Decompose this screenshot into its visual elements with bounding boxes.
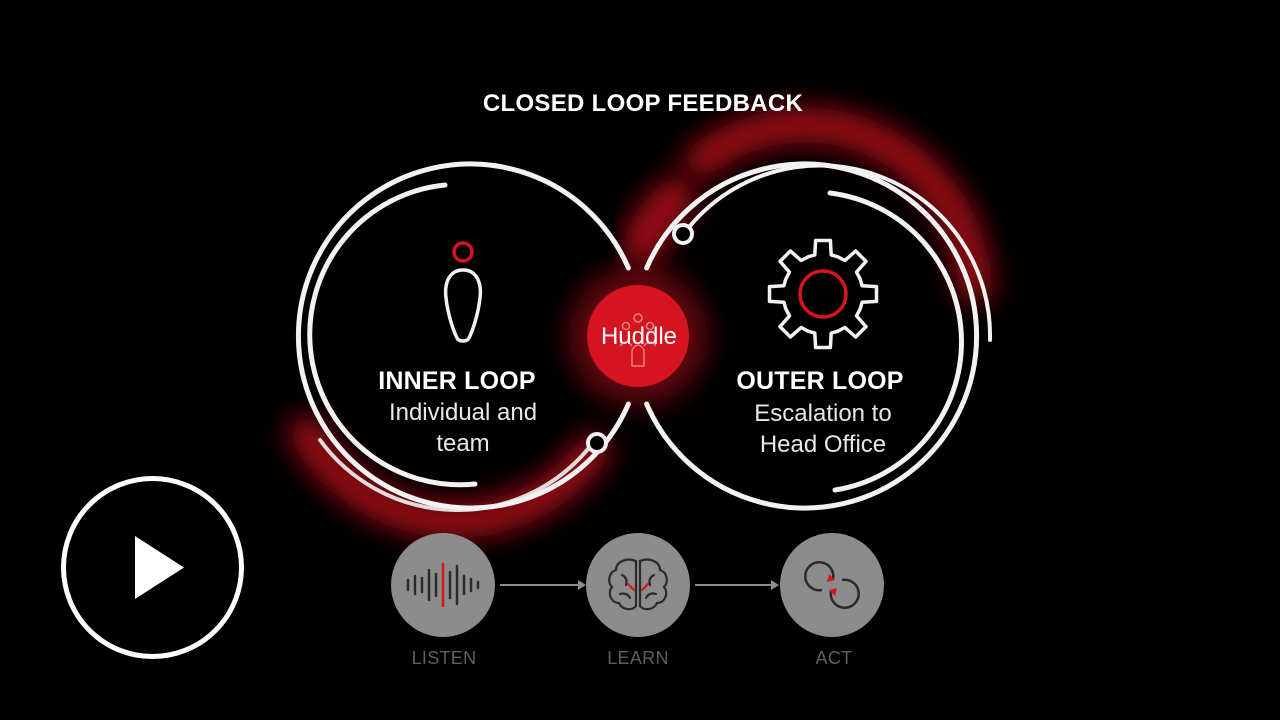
brain-icon (608, 558, 668, 611)
slide-title: CLOSED LOOP FEEDBACK (482, 90, 804, 117)
outer-loop-heading: OUTER LOOP (736, 367, 904, 395)
outer-loop-line2: Head Office (759, 431, 887, 458)
soundwave-icon (406, 562, 480, 608)
step-listen (391, 533, 495, 637)
outer-loop-endpoint (672, 223, 694, 245)
process-steps (391, 533, 884, 637)
inner-loop-endpoint (586, 432, 608, 454)
inner-loop-heading: INNER LOOP (378, 367, 536, 395)
play-button[interactable] (60, 475, 245, 660)
outer-loop-ring (644, 161, 993, 511)
step-act-label: ACT (815, 648, 853, 668)
person-icon (443, 241, 483, 343)
play-icon (61, 476, 244, 659)
huddle-label: Huddle (600, 323, 678, 350)
inner-loop-line2: team (436, 430, 490, 457)
step-listen-label: LISTEN (411, 648, 477, 668)
cycle-arrows-icon (804, 561, 860, 609)
inner-loop-line1: Individual and (388, 399, 538, 426)
step-learn-label: LEARN (607, 648, 669, 668)
step-learn (586, 533, 690, 637)
group-icon (619, 313, 657, 367)
outer-loop-line1: Escalation to (754, 400, 892, 427)
step-act (780, 533, 884, 637)
huddle-circle (587, 285, 689, 387)
inner-loop-ring (295, 161, 631, 513)
gear-icon (767, 238, 879, 350)
